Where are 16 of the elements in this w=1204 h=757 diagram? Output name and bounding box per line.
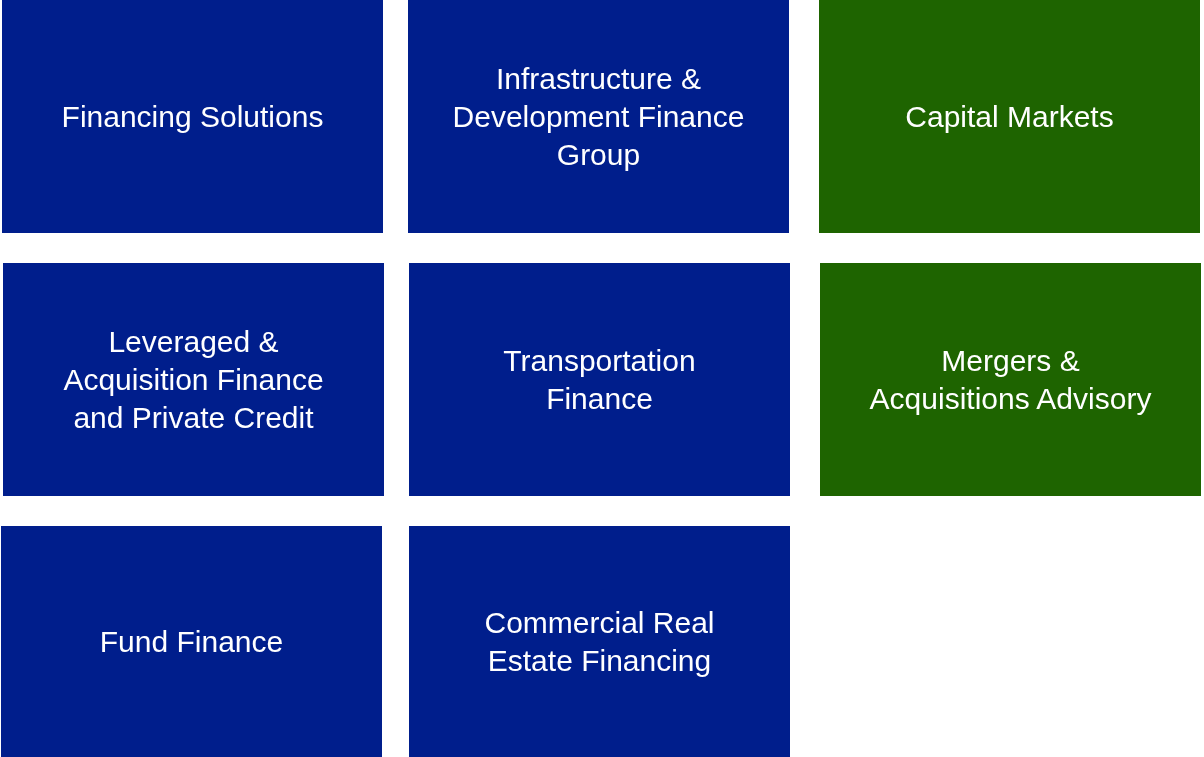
category-tile bbox=[819, 0, 1200, 233]
tile-label: Capital Markets bbox=[905, 98, 1114, 135]
category-tile bbox=[2, 0, 383, 233]
category-tile bbox=[3, 263, 384, 496]
tile-label: Financing Solutions bbox=[61, 98, 324, 135]
category-tile bbox=[409, 526, 790, 757]
tile-label: Leveraged & Acquisition Finance and Private Credit bbox=[62, 323, 325, 436]
category-tile bbox=[1, 526, 382, 757]
category-tile bbox=[409, 263, 790, 496]
category-tile bbox=[408, 0, 789, 233]
category-tile bbox=[820, 263, 1201, 496]
tile-label: Infrastructure & Development Finance Group bbox=[451, 60, 746, 173]
tile-label: Transportation Finance bbox=[502, 342, 697, 417]
tile-label: Fund Finance bbox=[99, 623, 284, 660]
tile-label: Commercial Real Estate Financing bbox=[483, 604, 716, 679]
tile-label: Mergers & Acquisitions Advisory bbox=[868, 342, 1153, 417]
